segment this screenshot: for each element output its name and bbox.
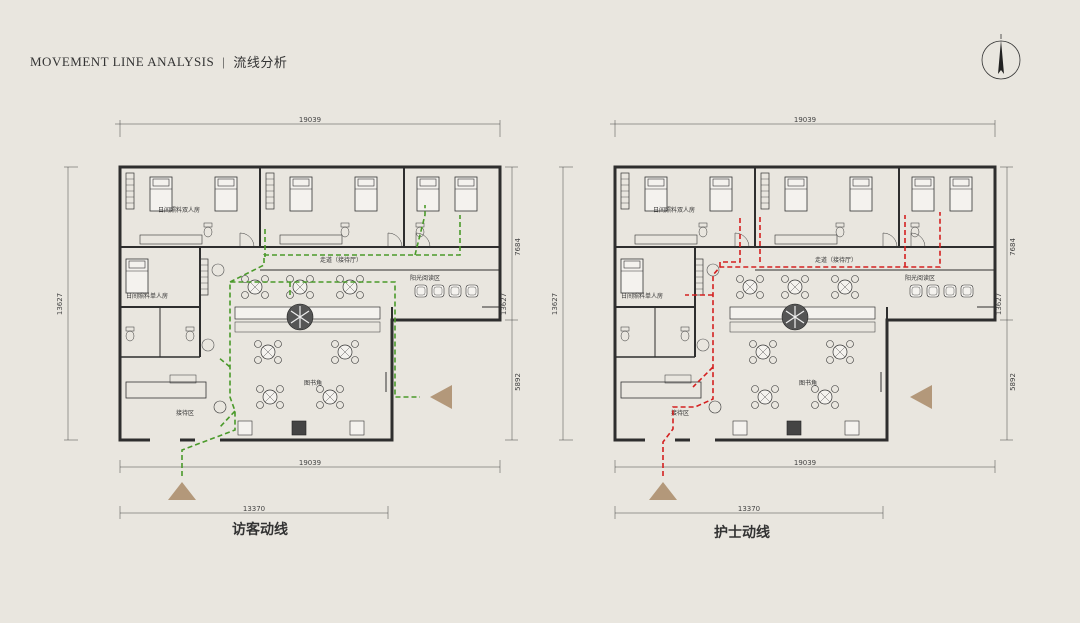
dim-bottom-inner: 13370 — [738, 505, 760, 513]
label-corridor: 走道（接待厅） — [815, 256, 857, 264]
label-sun-reading: 阳光阅读区 — [905, 274, 935, 282]
entrance-marker-right — [910, 385, 932, 409]
label-room-double: 日间照料双人房 — [158, 206, 200, 214]
label-corridor: 走道（接待厅） — [320, 256, 362, 264]
label-library: 图书角 — [304, 379, 322, 387]
label-room-single: 日间照料单人房 — [621, 292, 663, 300]
dim-right: 13627 — [500, 293, 508, 315]
label-reception: 接待区 — [671, 409, 689, 417]
dim-top: 19039 — [299, 116, 321, 124]
label-room-single: 日间照料单人房 — [126, 292, 168, 300]
entrance-marker-right — [430, 385, 452, 409]
dim-right: 13627 — [995, 293, 1003, 315]
dim-bottom: 19039 — [299, 459, 321, 467]
dim-left: 13627 — [56, 293, 64, 315]
header-title-cn: 流线分析 — [233, 56, 288, 71]
caption-nurse: 护士动线 — [714, 525, 770, 541]
header-title-en: MOVEMENT LINE ANALYSIS — [30, 53, 215, 69]
label-reception: 接待区 — [176, 409, 194, 417]
label-sun-reading: 阳光阅读区 — [410, 274, 440, 282]
dim-right-upper: 7684 — [514, 238, 522, 256]
visitor-path — [181, 205, 461, 476]
dim-bottom-inner: 13370 — [243, 505, 265, 513]
dim-right-lower: 5892 — [1009, 373, 1017, 391]
caption-visitor: 访客动线 — [232, 522, 288, 538]
dim-left: 13627 — [551, 293, 559, 315]
label-room-double: 日间照料双人房 — [653, 206, 695, 214]
header-separator: | — [222, 53, 226, 69]
entrance-marker-bottom — [649, 482, 677, 500]
dim-top: 19039 — [794, 116, 816, 124]
entrance-marker-bottom — [168, 482, 196, 500]
plan-visitor: 19039 19039 13370 13627 13627 7684 5892 … — [56, 116, 522, 519]
label-library: 图书角 — [799, 379, 817, 387]
nurse-path — [662, 212, 941, 476]
dim-right-upper: 7684 — [1009, 238, 1017, 256]
north-arrow-icon — [981, 34, 1021, 80]
dim-bottom: 19039 — [794, 459, 816, 467]
dim-right-lower: 5892 — [514, 373, 522, 391]
page-header: MOVEMENT LINE ANALYSIS | 流线分析 — [30, 52, 288, 72]
plan-nurse: 19039 19039 13370 13627 13627 7684 5892 … — [551, 116, 1017, 519]
